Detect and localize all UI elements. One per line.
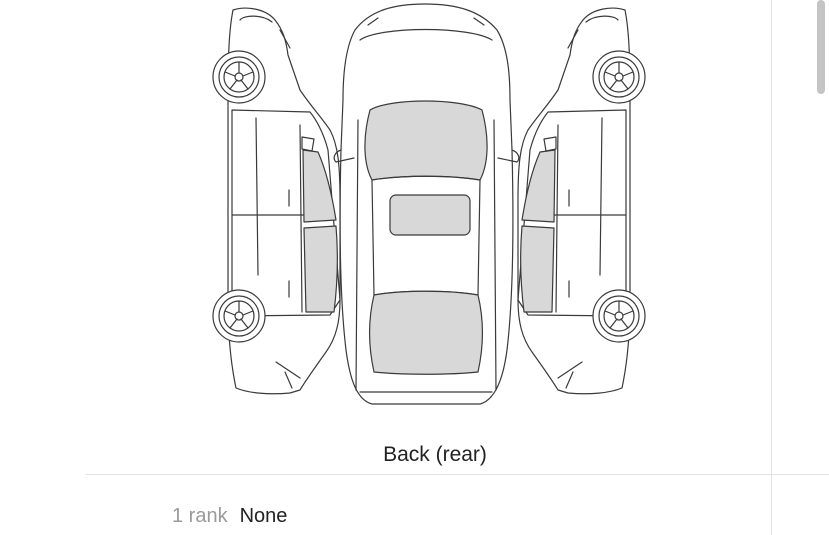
rank-value: None — [239, 505, 288, 527]
section-divider — [85, 474, 829, 475]
vehicle-damage-diagram: Back (rear) — [212, 3, 646, 472]
car-top-view — [333, 3, 520, 405]
car-right-side-view — [517, 7, 646, 395]
car-left-side-view — [212, 7, 341, 395]
rank-row: 1 rank None — [172, 505, 287, 528]
scrollbar-thumb[interactable] — [817, 0, 825, 94]
rank-label: 1 rank — [172, 505, 228, 527]
diagram-caption: Back (rear) — [358, 420, 512, 472]
panel-divider — [771, 0, 772, 535]
